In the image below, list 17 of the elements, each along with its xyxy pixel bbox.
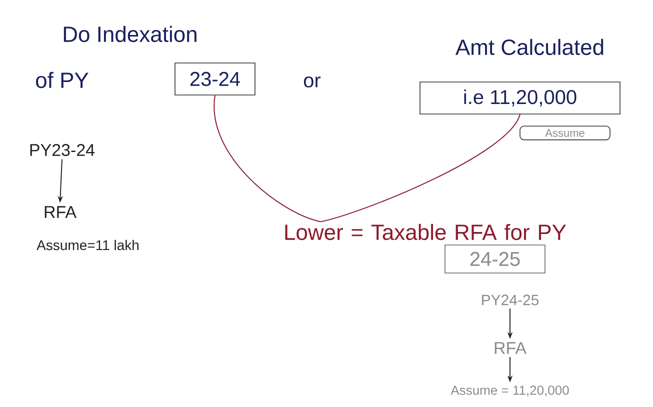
handwritten-text: Do Indexation xyxy=(64,26,196,42)
step-text: Assume = 11,20,000 xyxy=(450,386,569,396)
step-text: RFA xyxy=(494,342,526,354)
boxed-year: 24-25 xyxy=(444,244,546,274)
step-text: PY23-24 xyxy=(30,144,95,156)
brace-curve xyxy=(320,114,520,222)
handwritten-text: Amt Calculated xyxy=(455,38,604,56)
assume-tag: Assume xyxy=(520,126,610,140)
step-text: Assume=11 lakh xyxy=(36,240,138,250)
boxed-amount: i.e 11,20,000 xyxy=(420,82,620,114)
step-text: RFA xyxy=(44,206,76,218)
boxed-number: 23-24 xyxy=(174,62,256,96)
conclusion-text: Lower = Taxable RFA for PY xyxy=(285,224,566,240)
handwritten-text: of PY xyxy=(36,72,88,88)
step-text: PY24-25 xyxy=(482,294,539,306)
brace-curve xyxy=(214,94,322,222)
handwritten-text: or xyxy=(304,76,321,88)
